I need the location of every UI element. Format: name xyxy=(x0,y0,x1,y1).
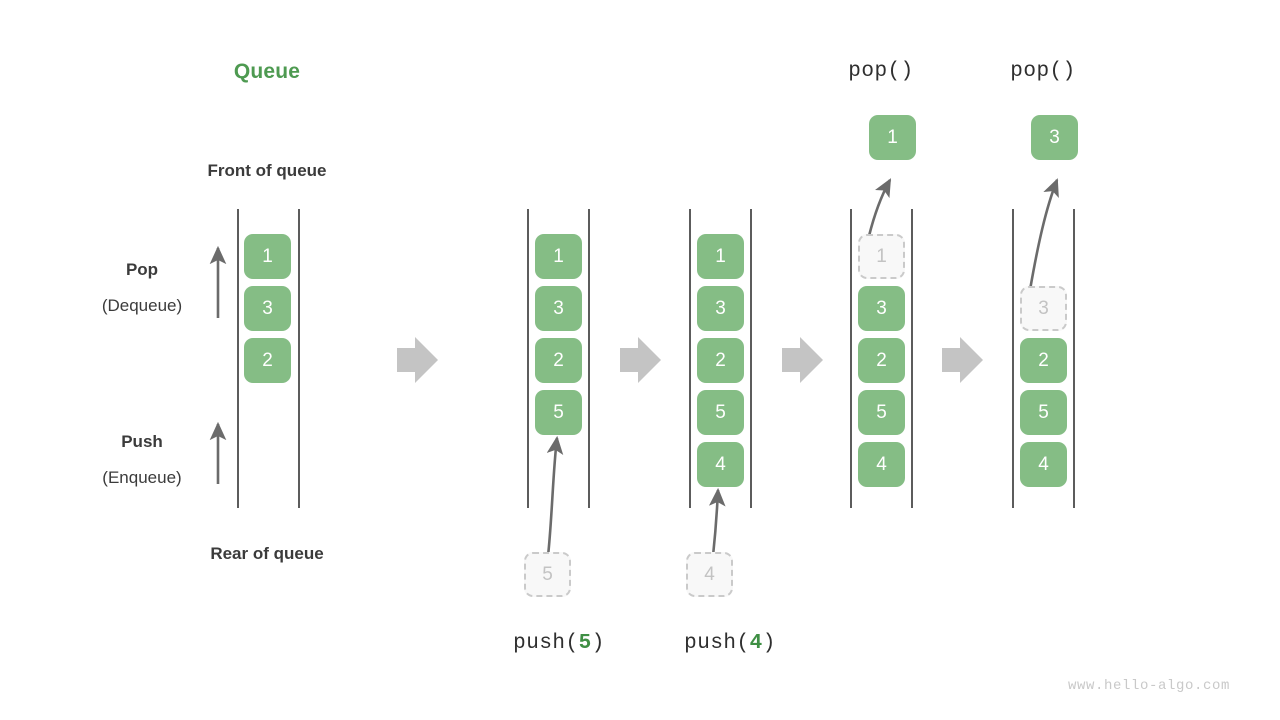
pop3-outgoing-arrow xyxy=(1028,178,1059,291)
push4-caption: push(4) xyxy=(684,632,776,655)
rails-col-push4 xyxy=(689,209,752,508)
push4-incoming-arrow xyxy=(708,487,726,557)
rails-col-initial xyxy=(237,209,300,508)
queue-cell[interactable]: 2 xyxy=(697,338,744,383)
pop3-caption: pop() xyxy=(1010,60,1076,83)
queue-cell[interactable]: 2 xyxy=(244,338,291,383)
transition-arrow-2 xyxy=(620,337,661,383)
queue-cell[interactable]: 5 xyxy=(697,390,744,435)
transition-arrow-1 xyxy=(397,337,438,383)
queue-cell[interactable]: 2 xyxy=(858,338,905,383)
pop1-caption: pop() xyxy=(848,60,914,83)
rails-col-pop3 xyxy=(1012,209,1075,508)
popped-cell[interactable]: 3 xyxy=(1031,115,1078,160)
push5-op: push xyxy=(513,632,566,655)
pop-alt-label: (Dequeue) xyxy=(101,296,183,315)
queue-cell[interactable]: 5 xyxy=(858,390,905,435)
queue-cell[interactable]: 2 xyxy=(1020,338,1067,383)
rails-col-push5 xyxy=(527,209,590,508)
popped-cell[interactable]: 1 xyxy=(869,115,916,160)
push5-incoming-arrow xyxy=(546,435,564,557)
queue-cell[interactable]: 3 xyxy=(697,286,744,331)
queue-cell[interactable]: 1 xyxy=(244,234,291,279)
queue-cell[interactable]: 5 xyxy=(535,390,582,435)
watermark: www.hello-algo.com xyxy=(1068,678,1231,694)
queue-cell[interactable]: 1 xyxy=(858,234,905,279)
incoming-ghost-cell[interactable]: 4 xyxy=(686,552,733,597)
queue-cell[interactable]: 3 xyxy=(244,286,291,331)
pop1-outgoing-arrow xyxy=(867,178,892,237)
queue-cell[interactable]: 1 xyxy=(697,234,744,279)
push5-arg: 5 xyxy=(578,632,592,655)
rails-col-pop1 xyxy=(850,209,913,508)
incoming-ghost-cell[interactable]: 5 xyxy=(524,552,571,597)
push5-caption: push(5) xyxy=(513,632,605,655)
rear-of-queue-label: Rear of queue xyxy=(210,544,324,563)
push-alt-label: (Enqueue) xyxy=(102,468,182,487)
queue-cell[interactable]: 4 xyxy=(697,442,744,487)
push-label: Push xyxy=(121,432,163,451)
pop-label: Pop xyxy=(125,260,159,279)
transition-arrow-4 xyxy=(942,337,983,383)
push4-op: push xyxy=(684,632,737,655)
queue-cell[interactable]: 1 xyxy=(535,234,582,279)
queue-cell[interactable]: 4 xyxy=(1020,442,1067,487)
front-of-queue-label: Front of queue xyxy=(207,161,327,180)
page-title: Queue xyxy=(233,60,301,83)
queue-cell[interactable]: 5 xyxy=(1020,390,1067,435)
queue-cell[interactable]: 3 xyxy=(535,286,582,331)
queue-cell[interactable]: 3 xyxy=(1020,286,1067,331)
queue-cell[interactable]: 3 xyxy=(858,286,905,331)
queue-cell[interactable]: 4 xyxy=(858,442,905,487)
push4-arg: 4 xyxy=(749,632,763,655)
queue-cell[interactable]: 2 xyxy=(535,338,582,383)
transition-arrow-3 xyxy=(782,337,823,383)
